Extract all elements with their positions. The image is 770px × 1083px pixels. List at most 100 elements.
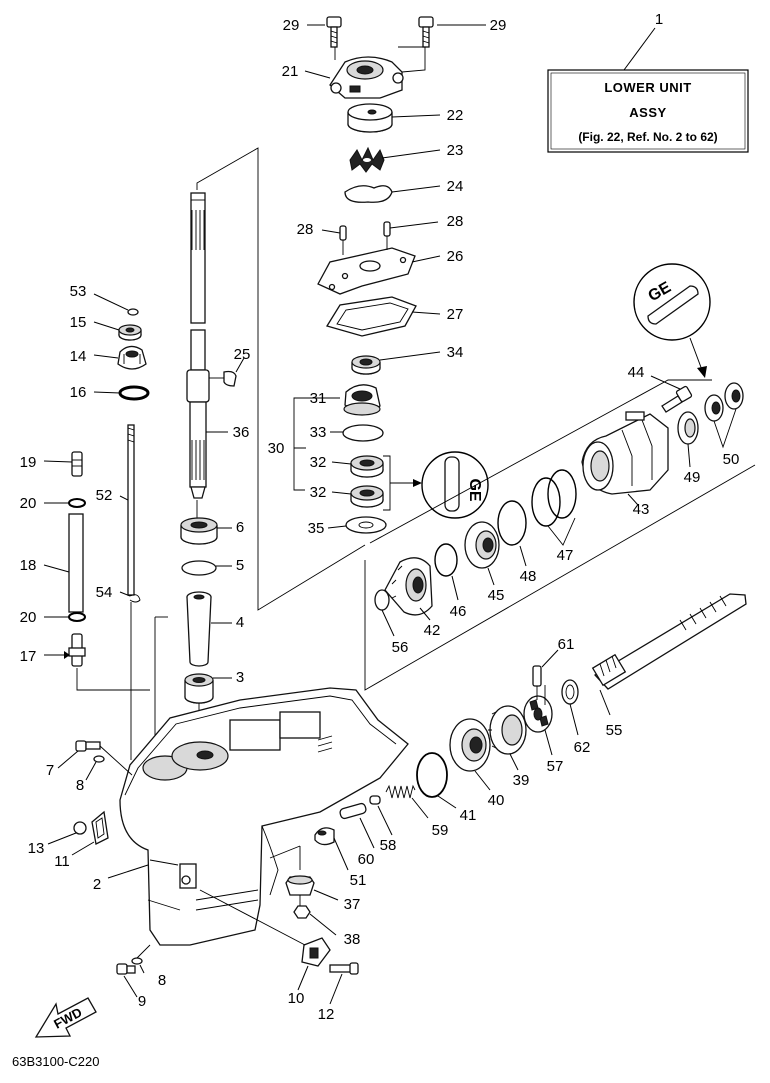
- gasket-24: [344, 185, 393, 203]
- hose-joint-19: [71, 451, 83, 477]
- callout-43: 43: [633, 501, 650, 518]
- callout-54: 54: [96, 584, 113, 601]
- grease-lubricant-icon: GE: [421, 451, 489, 519]
- ball-58: [369, 795, 381, 805]
- callout-13: 13: [28, 840, 45, 857]
- impeller-23: [349, 146, 385, 173]
- callout-1: 1: [655, 11, 663, 28]
- callout-15: 15: [70, 314, 87, 331]
- callout-50: 50: [723, 451, 740, 468]
- oil-seal-34: [351, 355, 381, 375]
- callout-32-upper: 32: [310, 454, 327, 471]
- callout-56: 56: [392, 639, 409, 656]
- callout-31: 31: [310, 390, 327, 407]
- oil-seal-32-upper: [350, 455, 384, 478]
- o-ring-16: [118, 385, 150, 401]
- title-box: LOWER UNIT ASSY (Fig. 22, Ref. No. 2 to …: [547, 27, 749, 153]
- pinion-gear-39: [488, 705, 527, 755]
- gasket-8-lower: [131, 957, 143, 965]
- callout-28-right: 28: [447, 213, 464, 230]
- drain-screw-9: [116, 963, 136, 975]
- callout-12: 12: [318, 1006, 335, 1023]
- callout-14: 14: [70, 348, 87, 365]
- bearing-45: [464, 521, 500, 569]
- ring-53: [127, 308, 139, 316]
- callout-39: 39: [513, 772, 530, 789]
- trim-tab-10: [301, 937, 331, 967]
- propeller-shaft-55: [591, 593, 747, 690]
- callout-28-left: 28: [297, 221, 314, 238]
- housing-14: [117, 345, 147, 370]
- title-line-3: (Fig. 22, Ref. No. 2 to 62): [578, 130, 717, 144]
- needle-bearing-49: [677, 411, 699, 445]
- o-ring-33: [342, 424, 384, 442]
- o-ring-48: [497, 500, 527, 546]
- callout-21: 21: [282, 63, 299, 80]
- callout-27: 27: [447, 306, 464, 323]
- gasket-8-upper: [93, 755, 105, 763]
- callout-16: 16: [70, 384, 87, 401]
- title-line-1: LOWER UNIT: [604, 80, 691, 95]
- callout-5: 5: [236, 557, 244, 574]
- anode-11: [91, 810, 109, 845]
- shim-41: [416, 752, 448, 798]
- svg-text:GE: GE: [466, 478, 483, 501]
- callout-40: 40: [488, 792, 505, 809]
- callout-11: 11: [54, 853, 70, 870]
- screw-7: [75, 740, 101, 752]
- key-25: [223, 370, 237, 387]
- callout-4: 4: [236, 614, 244, 631]
- housing-31: [343, 384, 381, 416]
- shift-cam-51: [314, 827, 335, 846]
- callout-51: 51: [350, 872, 367, 889]
- callout-9: 9: [138, 993, 146, 1010]
- callout-23: 23: [447, 142, 464, 159]
- callout-33: 33: [310, 424, 327, 441]
- bolt-12: [329, 962, 359, 975]
- callout-49: 49: [684, 469, 701, 486]
- oil-seal-50-b: [724, 382, 744, 410]
- lower-case-2: [119, 687, 409, 946]
- hose-joint-17: [68, 633, 86, 667]
- callout-32-lower: 32: [310, 484, 327, 501]
- callout-38: 38: [344, 931, 361, 948]
- insert-cartridge-22: [347, 103, 393, 133]
- bolt-29-right: [418, 16, 434, 48]
- callout-47: 47: [557, 547, 574, 564]
- bearing-40: [449, 718, 491, 772]
- bearing-housing-43: [581, 411, 669, 495]
- sleeve-4: [186, 591, 212, 667]
- shim-56: [374, 589, 390, 611]
- callout-42: 42: [424, 622, 441, 639]
- seal-15: [118, 324, 142, 341]
- callout-7: 7: [46, 762, 54, 779]
- callout-18: 18: [20, 557, 37, 574]
- callout-62: 62: [574, 739, 591, 756]
- callout-60: 60: [358, 851, 375, 868]
- drive-shaft-36: [186, 192, 210, 499]
- bearing-3: [184, 673, 214, 704]
- o-ring-47-a: [531, 477, 561, 527]
- callout-57: 57: [547, 758, 564, 775]
- callout-26: 26: [447, 248, 464, 265]
- callout-29-right: 29: [490, 17, 507, 34]
- callout-6: 6: [236, 519, 244, 536]
- outer-plate-26: [317, 247, 416, 295]
- figure-code: 63B3100-C220: [12, 1054, 99, 1069]
- bushing-6: [180, 517, 218, 545]
- shim-46: [434, 543, 458, 577]
- o-ring-47-b: [547, 469, 577, 519]
- spring-59: [385, 784, 416, 799]
- callout-2: 2: [93, 876, 101, 893]
- oil-seal-32-lower: [350, 485, 384, 508]
- callout-24: 24: [447, 178, 464, 195]
- callout-8-upper: 8: [76, 777, 84, 794]
- callout-58: 58: [380, 837, 397, 854]
- bolt-44: [661, 385, 693, 413]
- callout-41: 41: [460, 807, 477, 824]
- clip-20-lower: [68, 612, 86, 622]
- oil-seal-50-a: [704, 394, 724, 422]
- callout-46: 46: [450, 603, 467, 620]
